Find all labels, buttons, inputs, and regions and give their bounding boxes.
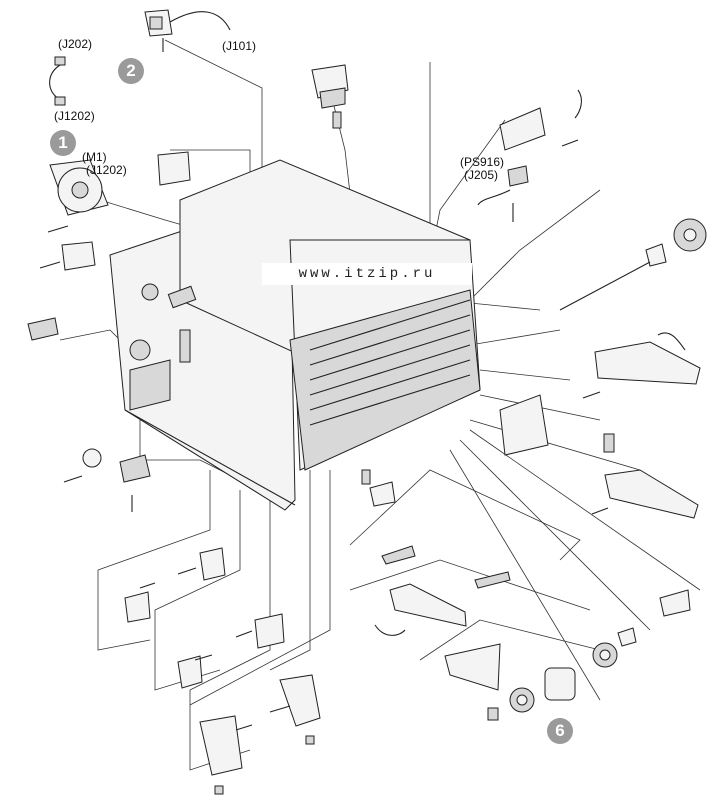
lower-center-parts bbox=[361, 469, 511, 691]
watermark-text: www.itzip.ru bbox=[262, 263, 472, 285]
callout-6: 6 bbox=[547, 718, 573, 744]
label-j205: (J205) bbox=[464, 168, 499, 182]
small-bracket-left bbox=[27, 241, 96, 341]
label-j1202-top: (J1202) bbox=[54, 109, 95, 123]
label-j202: (J202) bbox=[58, 37, 93, 51]
callout-1: 1 bbox=[50, 130, 76, 156]
gear-and-shaft bbox=[559, 218, 707, 311]
pickup-roller-assembly bbox=[487, 589, 691, 721]
sensor-ps916-assembly bbox=[477, 89, 582, 222]
label-j1202-m1: (J1202) bbox=[86, 163, 127, 177]
motor-m1 bbox=[47, 159, 109, 233]
label-ps916: (PS916) bbox=[460, 155, 505, 169]
upper-guide-part bbox=[157, 64, 349, 186]
power-socket-part bbox=[144, 9, 231, 52]
right-lower-guide bbox=[591, 433, 699, 519]
callout-2: 2 bbox=[118, 58, 144, 84]
side-plate-right bbox=[499, 394, 549, 456]
right-guide-rail bbox=[582, 332, 701, 399]
label-m1: (M1) bbox=[82, 150, 107, 164]
label-j101: (J101) bbox=[222, 39, 257, 53]
chassis-frame bbox=[109, 159, 481, 511]
connector-j202 bbox=[49, 56, 66, 106]
lower-left-parts bbox=[63, 448, 321, 795]
